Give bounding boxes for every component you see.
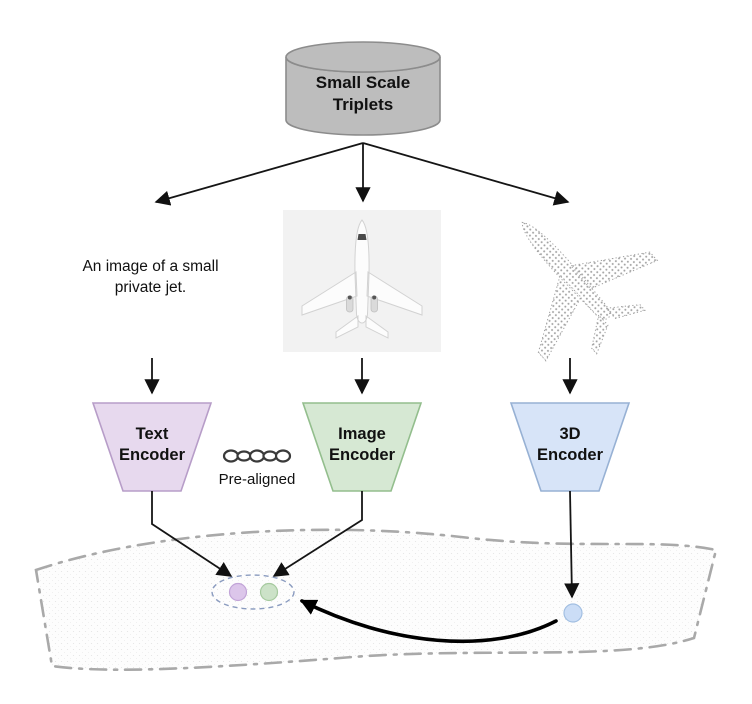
text-encoder-label: Text Encoder bbox=[118, 425, 186, 465]
text-encoder-shape bbox=[91, 402, 213, 492]
encoder-to-embedding-arrows bbox=[151, 490, 580, 599]
airplane-photo-top-view bbox=[283, 210, 441, 352]
image-encoder-shape bbox=[301, 402, 423, 492]
chain-icon bbox=[222, 449, 292, 463]
threed-encoder-label: 3D Encoder bbox=[536, 425, 604, 465]
text-modality-caption: An image of a small private jet. bbox=[82, 258, 219, 297]
database-fanout-arrows bbox=[154, 142, 570, 206]
database-cylinder-icon bbox=[285, 41, 441, 136]
modality-to-encoder-arrows bbox=[144, 358, 578, 395]
prealigned-label: Pre-aligned bbox=[218, 471, 296, 488]
aligned-pair-ellipse bbox=[211, 574, 295, 610]
threed-embedding-point bbox=[563, 603, 583, 623]
text-embedding-point bbox=[228, 582, 248, 602]
embedding-space-surface bbox=[34, 528, 718, 672]
airplane-point-cloud bbox=[465, 171, 678, 383]
image-encoder-label: Image Encoder bbox=[328, 425, 396, 465]
database-label: Small Scale Triplets bbox=[315, 73, 411, 115]
threed-encoder-shape bbox=[509, 402, 631, 492]
alignment-arrow bbox=[299, 599, 558, 644]
image-embedding-point bbox=[259, 582, 279, 602]
